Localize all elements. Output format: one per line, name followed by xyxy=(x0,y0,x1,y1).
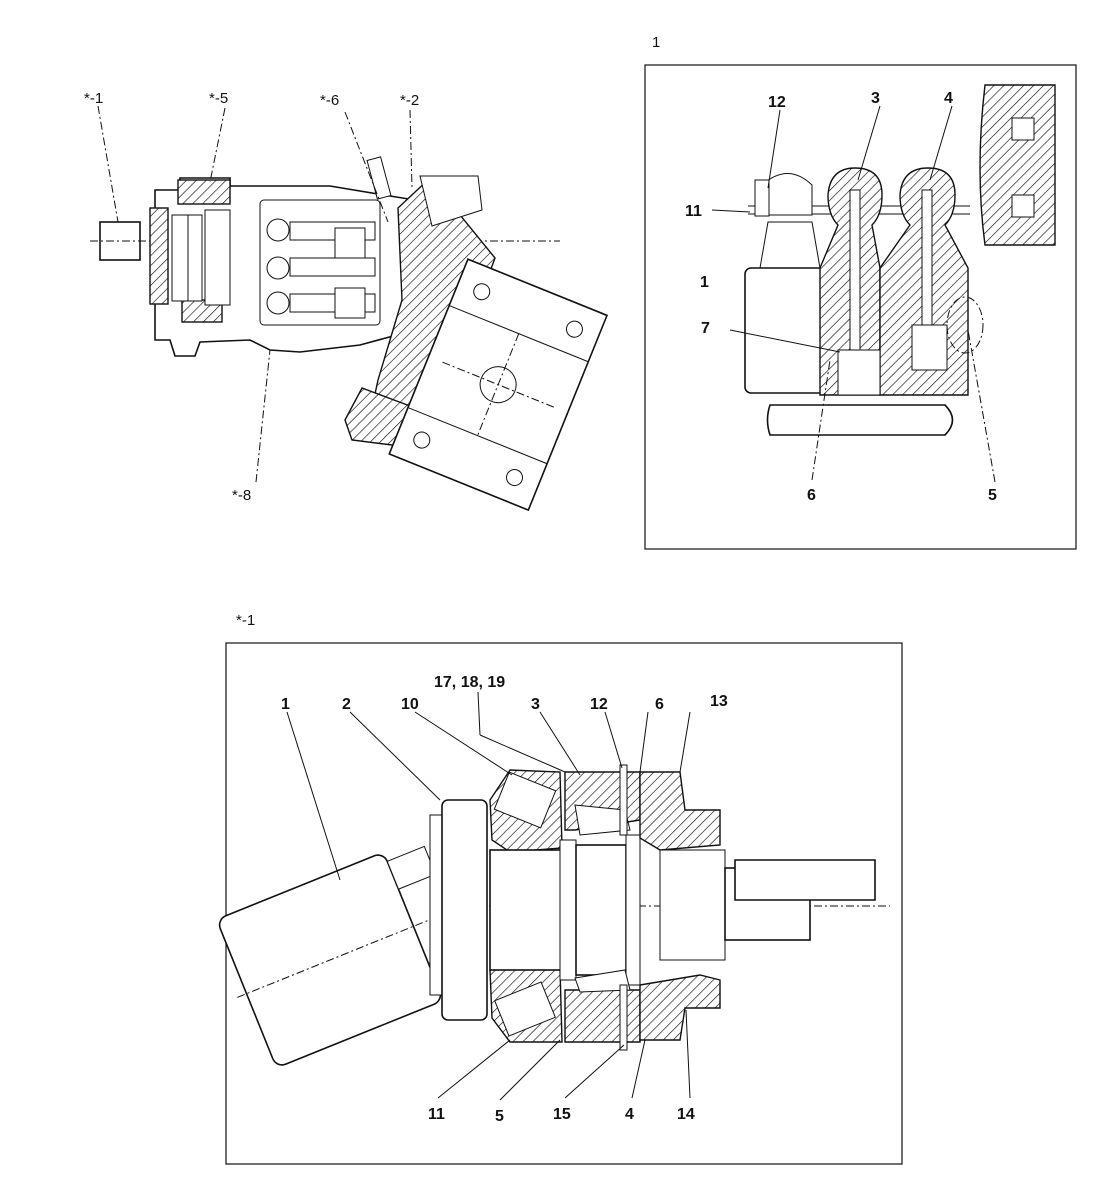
detail-b-callout-5: 3 xyxy=(531,696,540,713)
detail-a-callout-2: 3 xyxy=(871,90,880,107)
detail-b-ref-label: *-1 xyxy=(236,612,255,629)
overview-callout-3: *-6 xyxy=(320,92,339,109)
overview-callout-2: *-5 xyxy=(209,90,228,107)
overview-callout-5: *-8 xyxy=(232,487,251,504)
detail-b-callout-9: 11 xyxy=(428,1106,445,1123)
detail-b-callout-10: 5 xyxy=(495,1108,504,1125)
detail-b-callout-8: 13 xyxy=(710,693,728,710)
detail-a-callout-5: 1 xyxy=(700,274,709,291)
detail-b-drawing xyxy=(218,691,890,1101)
detail-b-callout-2: 2 xyxy=(342,696,351,713)
detail-b-callout-4: 17, 18, 19 xyxy=(434,674,505,691)
detail-a-callout-7: 6 xyxy=(807,487,816,504)
detail-a-callout-8: 5 xyxy=(988,487,997,504)
overview-callout-4: *-2 xyxy=(400,92,419,109)
detail-b-callout-6: 12 xyxy=(590,696,608,713)
overview-callout-1: *-1 xyxy=(84,90,103,107)
detail-a-callout-6: 7 xyxy=(701,320,710,337)
detail-b-callout-12: 4 xyxy=(625,1106,634,1123)
detail-a-frame xyxy=(644,64,1077,550)
detail-b-callout-1: 1 xyxy=(281,696,290,713)
detail-b-callout-11: 15 xyxy=(553,1106,571,1123)
detail-b-callout-13: 14 xyxy=(677,1106,695,1123)
detail-a-ref-label: 1 xyxy=(652,34,660,51)
detail-b-frame xyxy=(225,642,903,1165)
overview-drawing xyxy=(90,105,609,512)
detail-a-drawing xyxy=(711,84,1056,483)
detail-b-callout-3: 10 xyxy=(401,696,419,713)
detail-a-callout-1: 12 xyxy=(768,94,786,111)
detail-a-callout-3: 4 xyxy=(944,90,953,107)
detail-b-callout-7: 6 xyxy=(655,696,664,713)
detail-a-callout-4: 11 xyxy=(685,203,702,220)
